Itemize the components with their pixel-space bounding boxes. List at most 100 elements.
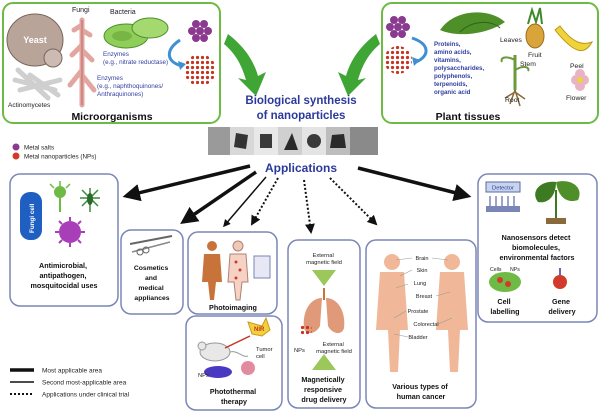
arrow-magnetic bbox=[303, 179, 315, 234]
green-arrow-left bbox=[224, 34, 266, 96]
plant-sensor-icon bbox=[535, 181, 580, 224]
plant-tissues-title: Plant tissues bbox=[436, 111, 501, 123]
mosquito-icon bbox=[80, 188, 100, 212]
actinomycetes-illustration: Actinomycetes bbox=[8, 67, 63, 109]
svg-text:Second most-applicable area: Second most-applicable area bbox=[42, 380, 127, 387]
medical-tools-icon bbox=[129, 235, 173, 256]
app-nanosensors: Detector Nanosensors detect biomolecules… bbox=[477, 173, 598, 323]
svg-text:Bladder: Bladder bbox=[408, 335, 427, 341]
svg-text:Fungi cell: Fungi cell bbox=[29, 203, 36, 233]
detector-icon: Detector bbox=[485, 181, 521, 212]
cancer-organ-labels: Brain Skin Lung Breast Prostate Colorect… bbox=[393, 256, 453, 341]
photothermal-label: Photothermal therapy bbox=[210, 387, 258, 406]
microorganisms-title: Microorganisms bbox=[71, 111, 152, 123]
green-arrow-right bbox=[338, 34, 380, 96]
svg-text:NPs: NPs bbox=[510, 267, 520, 273]
svg-text:External magnetic field: External magnetic field bbox=[316, 342, 352, 355]
imaging-scale-icon bbox=[253, 255, 271, 279]
svg-text:Flower: Flower bbox=[566, 95, 587, 102]
svg-text:Tumor cell: Tumor cell bbox=[256, 347, 274, 360]
arrow-cancer bbox=[329, 177, 378, 226]
app-photothermal: NIR NPs Tumor cell Photothermal therapy bbox=[185, 315, 283, 411]
arrow-cosmetics bbox=[180, 170, 257, 224]
svg-text:Applications under clinical tr: Applications under clinical trial bbox=[42, 392, 130, 399]
svg-text:Actinomycetes: Actinomycetes bbox=[8, 102, 51, 109]
photoimaging-label: Photoimaging bbox=[209, 303, 257, 312]
mouse-icon bbox=[197, 341, 249, 362]
enzymes-text-1: Enzymes (e.g., nitrate reductase) bbox=[103, 51, 168, 66]
conversion-arrow-icon bbox=[167, 38, 183, 68]
svg-text:Breast: Breast bbox=[416, 294, 433, 300]
cancer-label: Various types of human cancer bbox=[392, 382, 450, 401]
stem-illustration: Stem bbox=[500, 55, 536, 90]
svg-text:Stem: Stem bbox=[520, 61, 536, 68]
magnetic-label: Magnetically responsive drug delivery bbox=[301, 375, 346, 404]
svg-text:NPs: NPs bbox=[198, 373, 209, 379]
human-figures-icon bbox=[376, 254, 468, 372]
microorganisms-panel: Yeast Fungi Bacteria Enzymes (e.g., bbox=[2, 2, 221, 124]
center-title-line1: Biological synthesis bbox=[245, 95, 356, 107]
metal-np-cluster bbox=[184, 54, 216, 86]
svg-text:Cells: Cells bbox=[490, 267, 502, 273]
svg-text:Colorectal: Colorectal bbox=[413, 322, 438, 328]
flower-illustration: Flower bbox=[566, 69, 589, 102]
svg-text:External magnetic field: External magnetic field bbox=[306, 253, 342, 266]
app-cosmetics: Cosmetics and medical appliances bbox=[120, 229, 184, 315]
antimicrobial-label: Antimicrobial, antipathogen, mosquitocid… bbox=[30, 261, 97, 290]
svg-text:Most applicable area: Most applicable area bbox=[42, 368, 102, 375]
cell-labelling-icon: Cells NPs bbox=[489, 267, 521, 292]
fruit-illustration: Fruit bbox=[525, 6, 545, 59]
cosmetics-label: Cosmetics and medical appliances bbox=[134, 265, 170, 302]
svg-text:Skin: Skin bbox=[417, 268, 428, 274]
bacteria-label: Bacteria bbox=[110, 9, 136, 16]
svg-text:Root: Root bbox=[505, 97, 519, 104]
pathogen-icon bbox=[49, 181, 71, 212]
app-human-cancer: Brain Skin Lung Breast Prostate Colorect… bbox=[365, 239, 477, 409]
fungi-cell-icon bbox=[20, 192, 42, 240]
yeast-illustration: Yeast bbox=[6, 13, 64, 68]
np-carrier-icon bbox=[204, 366, 232, 378]
svg-text:Detector: Detector bbox=[492, 186, 514, 192]
metal-np-cluster bbox=[384, 46, 412, 74]
svg-text:Leaves: Leaves bbox=[500, 37, 523, 44]
magnet-arrow-down-icon bbox=[312, 270, 336, 286]
leaves-illustration: Leaves bbox=[440, 12, 523, 44]
application-arrows bbox=[122, 164, 472, 234]
tumor-cell-icon bbox=[241, 361, 255, 375]
svg-text:Metal salts: Metal salts bbox=[24, 145, 54, 152]
arrow-photoimaging bbox=[223, 176, 267, 228]
svg-text:Fruit: Fruit bbox=[528, 52, 542, 59]
enzymes-text-2: Enzymes (e.g., naphthoquinones/ Anthraqu… bbox=[97, 75, 165, 98]
lungs-icon bbox=[303, 288, 345, 334]
arrow-legend: Most applicable area Second most-applica… bbox=[10, 368, 130, 399]
human-body-icon bbox=[202, 240, 249, 301]
svg-text:Lung: Lung bbox=[414, 281, 426, 287]
metal-salt-cluster bbox=[188, 20, 212, 42]
root-illustration: Root bbox=[504, 89, 526, 107]
svg-text:NIR: NIR bbox=[254, 327, 265, 333]
svg-text:Prostate: Prostate bbox=[408, 309, 429, 315]
svg-text:Brain: Brain bbox=[415, 256, 428, 262]
app-antimicrobial: Fungi cell Antimicrobial, antipathogen, … bbox=[9, 173, 119, 307]
yeast-label: Yeast bbox=[23, 35, 47, 45]
bacteria-illustration: Bacteria bbox=[103, 9, 169, 49]
svg-text:Gene delivery: Gene delivery bbox=[548, 297, 575, 316]
plant-compounds-text: Proteins, amino acids, vitamins, polysac… bbox=[434, 41, 486, 96]
app-magnetic-delivery: External magnetic field NPs External mag… bbox=[287, 239, 361, 409]
legend-metal: Metal salts Metal nanoparticles (NPs) bbox=[12, 143, 96, 161]
app-photoimaging: Photoimaging bbox=[187, 231, 278, 315]
fungi-label: Fungi bbox=[72, 7, 90, 14]
nir-burst-icon bbox=[247, 316, 271, 337]
nanoparticle-micrograph-strip bbox=[208, 127, 378, 155]
plant-tissues-panel: Proteins, amino acids, vitamins, polysac… bbox=[381, 2, 599, 124]
svg-text:NPs: NPs bbox=[294, 348, 305, 354]
peel-illustration: Peel bbox=[554, 25, 594, 70]
nanosensors-label: Nanosensors detect biomolecules, environ… bbox=[499, 233, 574, 262]
virus-icon bbox=[55, 217, 85, 247]
center-title-line2: of nanoparticles bbox=[257, 110, 346, 122]
metal-salt-cluster bbox=[386, 16, 410, 38]
applications-heading: Applications bbox=[265, 161, 337, 175]
svg-text:Cell labelling: Cell labelling bbox=[490, 297, 519, 316]
arrow-nanosensors bbox=[357, 166, 472, 202]
